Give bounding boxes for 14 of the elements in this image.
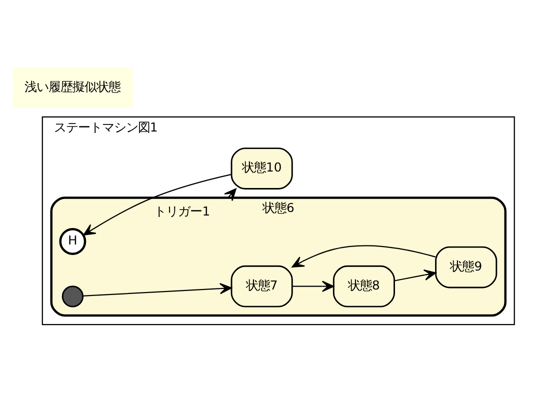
node-circle (62, 286, 84, 308)
label: 浅い履歴擬似状態 (24, 80, 121, 94)
node-box: 状態7 (230, 265, 293, 308)
arrow (394, 269, 436, 282)
arrow (82, 282, 232, 297)
arrow (224, 188, 236, 202)
arrow (292, 245, 436, 268)
node-box: 状態9 (435, 246, 498, 288)
arrow (83, 174, 232, 236)
node-box: 状態8 (332, 265, 395, 308)
node-box: 状態10 (230, 148, 293, 190)
arrow (292, 280, 334, 292)
node-circle: H (59, 228, 86, 255)
edge-label: トリガー1 (154, 204, 210, 218)
